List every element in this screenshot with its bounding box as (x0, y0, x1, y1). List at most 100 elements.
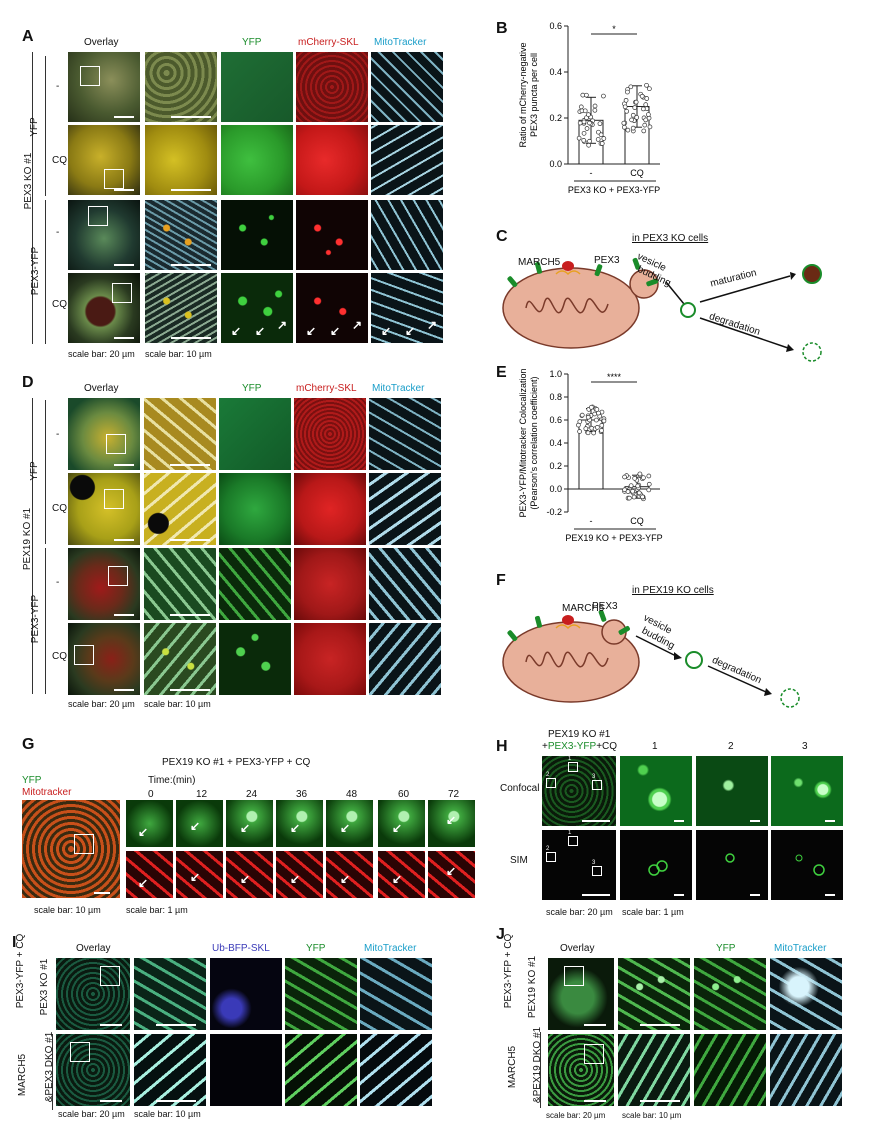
a-r4-mcherry-image: ↙↙↗ (296, 273, 368, 343)
e-point-1-31 (630, 488, 636, 494)
j-r2-scalebar (584, 1100, 606, 1102)
j-scalebar-10: scale bar: 10 µm (622, 1111, 682, 1120)
d-r3-zoom-image (144, 548, 216, 620)
d-r4-overlay-image (68, 623, 140, 695)
h-conf-z2-scalebar (750, 820, 760, 822)
b-y-label-1: Ratio of mCherry-negative (518, 42, 528, 147)
i-r1-overlay-image (56, 958, 130, 1030)
b-point-0-23 (581, 119, 587, 125)
j-header-mitotracker: MitoTracker (774, 943, 827, 954)
g-overview-scalebar (94, 892, 110, 894)
a-group-line-1 (45, 56, 46, 196)
h-sim-zoom-3 (771, 830, 843, 900)
d-r1-overlay-image (68, 398, 140, 470)
c-diagram (502, 257, 822, 362)
i-row2-line2: &PEX3 DKO #1 (44, 1031, 55, 1103)
mitochondrion-shape (502, 619, 640, 703)
g-yfp-t12: ↙ (176, 800, 223, 847)
e-point-1-13 (622, 474, 627, 480)
a-r3-mito-image (371, 200, 443, 270)
pex3-markers (507, 257, 659, 288)
h-sim-box-2 (546, 852, 556, 862)
j-scalebar-20: scale bar: 20 µm (546, 1111, 606, 1120)
j-r1-scalebar (584, 1024, 606, 1026)
d-r4-mito-image (369, 623, 441, 695)
j-r2-yfp-image (694, 1034, 766, 1106)
pex3-markers (507, 609, 630, 642)
a-r2-zoom-image (145, 125, 217, 195)
a-r3-overlay-image (68, 200, 140, 270)
i-r2-zoom-box (70, 1042, 90, 1062)
a-r4-yfp-image: ↙↙↗ (221, 273, 293, 343)
e-point-0-9 (599, 428, 604, 433)
b-x-tick-label-0: - (590, 168, 593, 178)
d-row-4-label: CQ (52, 651, 67, 662)
e-point-1-23 (646, 481, 652, 487)
e-point-1-18 (646, 473, 652, 479)
e-point-0-5 (591, 430, 597, 436)
h-conf-box-1 (568, 762, 578, 772)
i-row1-label: PEX3 KO #1 (39, 958, 50, 1016)
i-scalebar-10: scale bar: 10 µm (134, 1109, 201, 1119)
g-mito-t60: ↙ (378, 851, 425, 898)
g-yfp-t60-arrow: ↙ (392, 821, 403, 835)
d-r2-scalebar (114, 539, 134, 541)
g-mito-t48: ↙ (326, 851, 373, 898)
e-point-0-27 (579, 412, 585, 418)
g-yfp-t36: ↙ (276, 800, 323, 847)
e-point-0-14 (594, 417, 599, 423)
a-r1-zoom-box (80, 66, 100, 86)
a-r4-mito-arrow-3: ↗ (427, 318, 438, 332)
b-point-1-16 (625, 127, 631, 133)
h-row-confocal: Confocal (500, 783, 540, 794)
a-r1-overlay-image (68, 52, 140, 122)
h-title-line2: +PEX3-YFP+CQ (542, 742, 617, 752)
d-r2-yfp-image (219, 473, 291, 545)
i-r2-bfp-image (210, 1034, 282, 1106)
c-march5-label: MARCH5 (518, 257, 561, 268)
i-r2-zoom-scalebar (156, 1100, 196, 1102)
a-r3-mcherry-image (296, 200, 368, 270)
h-conf-box-2 (546, 778, 556, 788)
a-r4-mcherry-arrow-2: ↙ (330, 324, 341, 338)
e-point-0-4 (583, 426, 589, 432)
chart-e: 1.00.80.60.40.20.0-0.2PEX3-YFP/Mitotrack… (518, 368, 663, 543)
e-point-0-34 (599, 423, 605, 428)
e-point-0-3 (577, 429, 582, 434)
b-point-1-30 (623, 97, 629, 103)
a-group-pex3yfp: PEX3-YFP (30, 246, 41, 296)
e-y-label-2: (Pearson's correlation coefficient) (529, 376, 539, 509)
b-point-1-35 (646, 112, 651, 117)
a-outer-line (32, 52, 33, 344)
a-r4-zoom-box (112, 283, 132, 303)
a-r1-scalebar (114, 116, 134, 118)
a-r1-mcherry-image (296, 52, 368, 122)
d-r1-zoom-image (144, 398, 216, 470)
b-point-1-33 (641, 128, 647, 134)
mitochondrion-shape (502, 267, 659, 349)
g-mito-t24: ↙ (226, 851, 273, 898)
g-mito-t12: ↙ (176, 851, 223, 898)
a-header-mcherry: mCherry-SKL (298, 37, 359, 48)
b-point-1-31 (624, 108, 630, 114)
b-y-tick-label-1: 0.4 (549, 67, 562, 77)
a-header-overlay: Overlay (84, 37, 119, 48)
a-row-3-label: - (56, 227, 60, 238)
g-mito-t36-arrow: ↙ (290, 872, 301, 886)
panel-letter-e: E (496, 364, 507, 381)
b-point-1-5 (630, 112, 636, 118)
b-point-0-22 (598, 132, 604, 138)
f-march5-label: MARCH5 (562, 603, 605, 614)
g-mito-t60-arrow: ↙ (392, 872, 403, 886)
e-point-1-21 (627, 495, 632, 501)
d-header-yfp: YFP (242, 383, 262, 394)
d-r2-overlay-image (68, 473, 140, 545)
b-sig-mark: * (612, 24, 616, 34)
a-group-line-2 (45, 200, 46, 344)
panel-letter-g: G (22, 736, 35, 753)
b-point-1-19 (643, 117, 649, 123)
b-group-label: PEX3 KO + PEX3-YFP (568, 185, 660, 195)
d-r4-zoom-image (144, 623, 216, 695)
